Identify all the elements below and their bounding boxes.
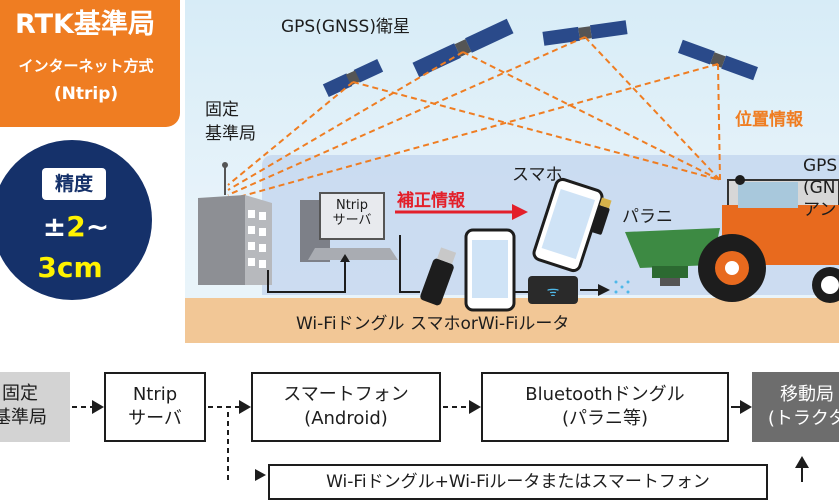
- position-info-label: 位置情報: [735, 110, 803, 130]
- accuracy-value-line2: 3cm: [37, 251, 103, 284]
- ntrip-server-icon: [300, 192, 398, 262]
- svg-text:ᯤ: ᯤ: [547, 284, 560, 300]
- flow-node-base-station: 固定 基準局: [0, 372, 70, 442]
- gps-antenna-line3: アン: [803, 200, 837, 220]
- ntrip-server-label-line1: Ntrip: [335, 198, 369, 213]
- rtk-panel: [0, 0, 180, 127]
- accuracy-badge: [0, 140, 152, 300]
- satellite-icon-2: [412, 18, 514, 78]
- tractor-icon: [698, 175, 839, 303]
- scene-caption: Wi-Fiドングル スマホorWi-Fiルータ: [296, 314, 570, 334]
- bluetooth-dongle-icon: [590, 197, 612, 235]
- ntrip-server-label: Ntrip サーバ: [327, 198, 377, 228]
- flow-base-line2: 基準局: [0, 407, 47, 428]
- gps-antenna-line1: GPS: [803, 156, 838, 176]
- accuracy-label: 精度: [42, 168, 106, 200]
- flow-bt-line1: Bluetoothドングル: [525, 384, 685, 405]
- flow-bt-line2: (パラニ等): [561, 408, 649, 429]
- flow-node-wifi-route: Wi-Fiドングル+Wi-Fiルータまたはスマートフォン: [268, 464, 768, 500]
- satellite-icon-1: [322, 58, 384, 98]
- correction-info-label: 補正情報: [397, 191, 465, 211]
- rtk-title: RTK基準局: [15, 9, 155, 40]
- flow-node-smartphone: スマートフォン (Android): [251, 372, 441, 442]
- gps-antenna-line2: (GN: [803, 178, 836, 198]
- flow-mobile-line2: (トラクタ: [767, 408, 839, 429]
- flow-connectors: [72, 400, 809, 482]
- base-station-label-line1: 固定: [205, 100, 239, 120]
- flow-ntrip-line1: Ntrip: [132, 384, 178, 405]
- smartphone-lower-icon: [464, 228, 516, 312]
- flow-wifi-route-label: Wi-Fiドングル+Wi-Fiルータまたはスマートフォン: [326, 472, 710, 492]
- accuracy-number: 2: [66, 210, 86, 243]
- accuracy-suffix: ~: [85, 210, 110, 243]
- correction-arrow: [395, 204, 528, 220]
- flow-node-ntrip-server: Ntrip サーバ: [104, 372, 206, 442]
- satellite-label: GPS(GNSS)衛星: [281, 17, 410, 37]
- wifi-router-icon: ᯤ: [528, 276, 578, 304]
- flow-node-bluetooth-dongle: Bluetoothドングル (パラニ等): [481, 372, 729, 442]
- accuracy-prefix: ±: [42, 210, 67, 243]
- satellite-icon-3: [542, 20, 628, 46]
- base-station-label-line2: 基準局: [205, 124, 256, 144]
- flow-phone-line1: スマートフォン: [283, 384, 409, 405]
- smartphone-icon: [532, 177, 604, 273]
- satellite-icon-4: [678, 39, 758, 81]
- wifi-dongle-icon: [420, 247, 457, 306]
- flow-ntrip-line2: サーバ: [128, 408, 182, 429]
- base-station-building-icon: [198, 162, 272, 285]
- rtk-subtitle-ntrip: (Ntrip): [53, 84, 119, 104]
- rtk-subtitle-method: インターネット方式: [18, 57, 154, 75]
- flow-base-line1: 固定: [2, 383, 38, 404]
- parani-label: パラニ: [622, 207, 673, 227]
- flow-mobile-line1: 移動局: [780, 384, 834, 405]
- smartphone-label: スマホ: [512, 165, 563, 185]
- gps-antenna-label: GPS (GN アン: [803, 155, 837, 221]
- spreader-icon: [625, 228, 720, 286]
- accuracy-value: ±2~: [16, 210, 136, 243]
- scene-graphics: ᯤ: [198, 18, 839, 312]
- ntrip-server-label-line2: サーバ: [332, 213, 372, 228]
- signal-dots: [614, 280, 630, 294]
- flow-node-mobile-station: 移動局 (トラクタ: [752, 372, 839, 442]
- flow-phone-line2: (Android): [304, 408, 388, 429]
- gnss-signal-lines: [227, 36, 721, 201]
